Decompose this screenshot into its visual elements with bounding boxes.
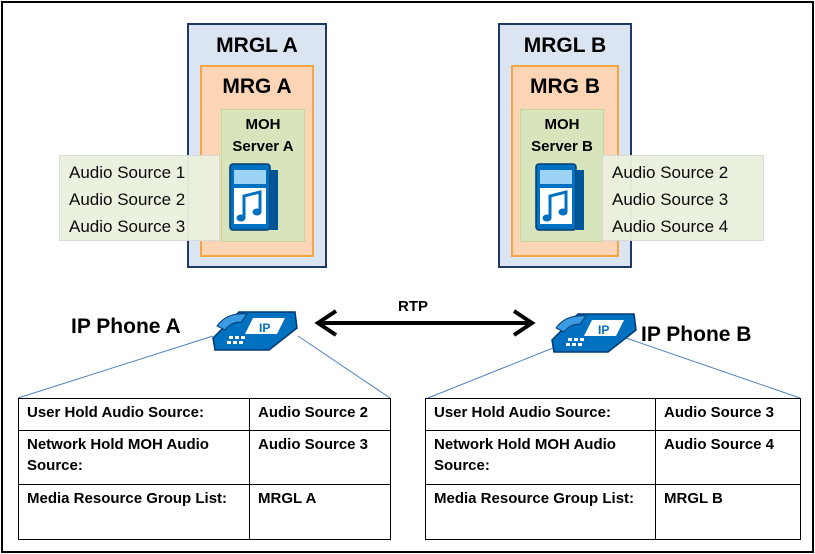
table-cell-value: Audio Source 2 — [249, 398, 391, 431]
ip-phone-icon: IP — [551, 313, 637, 353]
table-cell-value: Audio Source 3 — [655, 398, 801, 431]
table-row: User Hold Audio Source: Audio Source 3 — [425, 398, 801, 431]
table-cell-value: MRGL A — [249, 484, 391, 540]
svg-text:IP: IP — [598, 323, 609, 337]
moh-server-b-line1: MOH — [544, 116, 580, 133]
mrg-b-title: MRG B — [530, 75, 600, 98]
moh-server-b-line2: Server B — [531, 138, 593, 155]
moh-server-icon — [535, 163, 584, 231]
audio-source-list-a: Audio Source 1 Audio Source 2 Audio Sour… — [59, 155, 220, 241]
ip-phone-a-settings-table: User Hold Audio Source: Audio Source 2 N… — [18, 398, 391, 540]
moh-server-a-line1: MOH — [245, 116, 281, 133]
rtp-label: RTP — [398, 298, 428, 315]
ip-phone-a-label: IP Phone A — [71, 315, 181, 338]
ip-phone-b-label: IP Phone B — [641, 323, 752, 346]
mrgl-b-title: MRGL B — [523, 34, 607, 57]
table-cell-value: Audio Source 4 — [655, 430, 801, 485]
table-row: User Hold Audio Source: Audio Source 2 — [18, 398, 391, 431]
audio-source-item: Audio Source 1 — [69, 163, 186, 182]
table-cell-label: Media Resource Group List: — [425, 484, 656, 540]
ip-phone-b-settings-table: User Hold Audio Source: Audio Source 3 N… — [425, 398, 801, 540]
audio-source-list-b: Audio Source 2 Audio Source 3 Audio Sour… — [602, 155, 764, 241]
table-cell-label: Network Hold MOH Audio Source: — [425, 430, 656, 485]
mrg-a-title: MRG A — [222, 75, 292, 98]
table-cell-value: Audio Source 3 — [249, 430, 391, 485]
table-cell-label: Network Hold MOH Audio Source: — [18, 430, 250, 485]
svg-text:IP: IP — [259, 321, 270, 335]
table-cell-label: User Hold Audio Source: — [425, 398, 656, 431]
table-cell-value: MRGL B — [655, 484, 801, 540]
table-row: Network Hold MOH Audio Source: Audio Sou… — [18, 430, 391, 485]
double-arrow-icon — [314, 309, 536, 337]
audio-source-item: Audio Source 2 — [612, 163, 729, 182]
mrgl-a-title: MRGL A — [216, 34, 298, 57]
moh-server-icon — [229, 163, 278, 231]
moh-server-a-line2: Server A — [232, 138, 294, 155]
table-row: Network Hold MOH Audio Source: Audio Sou… — [425, 430, 801, 485]
table-cell-label: User Hold Audio Source: — [18, 398, 250, 431]
table-row: Media Resource Group List: MRGL A — [18, 484, 391, 540]
ip-phone-icon: IP — [212, 311, 298, 351]
audio-source-item: Audio Source 4 — [612, 217, 729, 236]
audio-source-item: Audio Source 2 — [69, 190, 186, 209]
audio-source-item: Audio Source 3 — [612, 190, 729, 209]
table-row: Media Resource Group List: MRGL B — [425, 484, 801, 540]
table-cell-label: Media Resource Group List: — [18, 484, 250, 540]
audio-source-item: Audio Source 3 — [69, 217, 186, 236]
